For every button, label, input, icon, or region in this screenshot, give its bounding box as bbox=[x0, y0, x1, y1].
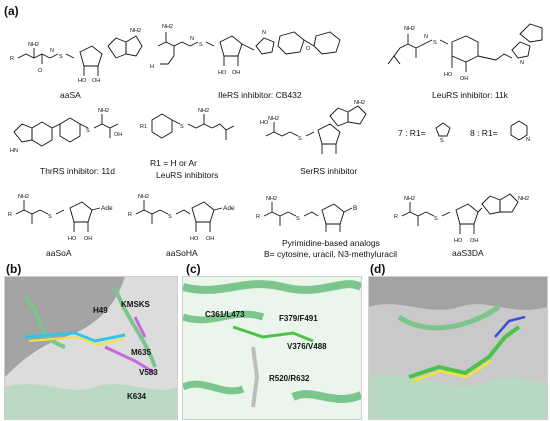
svg-text:S: S bbox=[296, 216, 300, 222]
svg-text:NH2: NH2 bbox=[162, 24, 173, 30]
svg-text:OH: OH bbox=[92, 78, 100, 84]
pyrimidine-b-caption: B= cytosine, uracil, N3-methyluracil bbox=[264, 249, 397, 259]
svg-text:S: S bbox=[86, 128, 90, 134]
aasa-structure: R NH2 O N S OH HO NH2 bbox=[10, 28, 143, 84]
aasa-caption: aaSA bbox=[60, 90, 81, 100]
svg-text:N: N bbox=[424, 34, 428, 40]
svg-text:R: R bbox=[394, 214, 398, 220]
svg-text:R: R bbox=[256, 214, 260, 220]
svg-text:R: R bbox=[8, 212, 12, 218]
svg-text:S: S bbox=[433, 40, 437, 46]
svg-text:O: O bbox=[38, 68, 43, 74]
svg-text:R: R bbox=[10, 56, 14, 62]
pyrimidine-analog-structure: R NH2 S B bbox=[256, 196, 357, 232]
svg-text:OH: OH bbox=[114, 132, 122, 138]
c361-label: C361/L473 bbox=[205, 310, 245, 319]
svg-text:NH2: NH2 bbox=[404, 196, 415, 202]
svg-text:NH2: NH2 bbox=[266, 196, 277, 202]
svg-text:N: N bbox=[50, 48, 54, 54]
m635-label: M635 bbox=[131, 348, 152, 357]
panel-c-label: (c) bbox=[186, 262, 201, 276]
panel-c-structure-image: C361/L473 F379/F491 V376/V488 R520/R632 bbox=[182, 276, 362, 420]
panel-b-label: (b) bbox=[6, 262, 22, 276]
svg-text:Ade: Ade bbox=[101, 205, 113, 212]
v583-label: V583 bbox=[139, 368, 158, 377]
r1-option-8: 8 : R1= bbox=[470, 128, 498, 138]
svg-text:N: N bbox=[526, 137, 530, 143]
svg-text:OH: OH bbox=[232, 70, 240, 76]
h49-label: H49 bbox=[93, 306, 108, 315]
svg-text:HO: HO bbox=[68, 236, 77, 242]
svg-text:NH2: NH2 bbox=[18, 194, 29, 200]
pyridine-icon: N bbox=[510, 120, 530, 143]
svg-text:Ade: Ade bbox=[223, 205, 235, 212]
svg-text:S: S bbox=[59, 54, 63, 60]
thrrs-caption: ThrRS inhibitor: 11d bbox=[40, 166, 115, 176]
ilers-cb432-structure: NH2 H N S OH HO N O bbox=[150, 24, 341, 76]
svg-text:HO: HO bbox=[260, 120, 269, 126]
svg-text:B: B bbox=[353, 205, 357, 212]
svg-text:R1: R1 bbox=[140, 124, 147, 130]
svg-text:HN: HN bbox=[10, 148, 18, 154]
svg-text:HO: HO bbox=[78, 78, 87, 84]
panel-a-label: (a) bbox=[4, 4, 19, 18]
svg-text:S: S bbox=[434, 216, 438, 222]
svg-text:NH2: NH2 bbox=[98, 108, 109, 114]
svg-text:NH2: NH2 bbox=[130, 28, 141, 34]
svg-text:S: S bbox=[440, 138, 444, 144]
svg-text:NH2: NH2 bbox=[138, 194, 149, 200]
kmsks-label: KMSKS bbox=[121, 300, 151, 309]
aas3da-structure: R NH2 S OH HO NH2 bbox=[394, 193, 529, 244]
svg-text:H: H bbox=[150, 64, 154, 70]
svg-text:O: O bbox=[306, 46, 311, 52]
v376-label: V376/V488 bbox=[287, 342, 327, 351]
leurs-11k-caption: LeuRS inhibitor: 11k bbox=[432, 90, 508, 100]
svg-text:N: N bbox=[520, 60, 524, 66]
svg-text:S: S bbox=[298, 136, 302, 142]
serrs-caption: SerRS inhibitor bbox=[300, 166, 358, 176]
aasoa-structure: R NH2 S OH HO Ade bbox=[8, 194, 113, 242]
svg-text:NH2: NH2 bbox=[354, 100, 365, 106]
leurs-r1-caption: R1 = H or Ar bbox=[150, 158, 198, 168]
svg-text:NH2: NH2 bbox=[518, 196, 529, 202]
svg-text:OH: OH bbox=[84, 236, 92, 242]
svg-text:HO: HO bbox=[190, 236, 199, 242]
aasoha-structure: R NH2 S OH HO Ade bbox=[128, 194, 235, 242]
svg-text:NH2: NH2 bbox=[198, 108, 209, 114]
panel-d-label: (d) bbox=[370, 262, 386, 276]
svg-text:R: R bbox=[128, 212, 132, 218]
panel-b-structure-image: H49 KMSKS M635 V583 K634 bbox=[4, 276, 178, 420]
svg-text:S: S bbox=[168, 214, 172, 220]
svg-text:NH2: NH2 bbox=[404, 26, 415, 32]
svg-text:N: N bbox=[262, 30, 266, 36]
r520-label: R520/R632 bbox=[269, 374, 310, 383]
leurs-inhibitors-caption: LeuRS inhibitors bbox=[156, 170, 219, 180]
svg-text:NH2: NH2 bbox=[268, 116, 279, 122]
pyrimidine-title: Pyrimidine-based analogs bbox=[282, 238, 380, 248]
aasoha-caption: aaSoHA bbox=[166, 248, 198, 258]
svg-text:OH: OH bbox=[470, 238, 478, 244]
svg-text:OH: OH bbox=[460, 76, 468, 82]
svg-text:N: N bbox=[190, 36, 194, 42]
r1-option-7: 7 : R1= bbox=[398, 128, 426, 138]
aas3da-caption: aaS3DA bbox=[452, 248, 484, 258]
ilers-caption: IleRS inhibitor: CB432 bbox=[218, 90, 302, 100]
leurs-generic-structure: R1 S NH2 bbox=[140, 108, 235, 140]
svg-text:S: S bbox=[180, 124, 184, 130]
leurs-11k-structure: NH2 N S OH HO N bbox=[387, 23, 543, 82]
panel-d-structure-image bbox=[368, 276, 548, 420]
serrs-structure: HO NH2 S NH2 bbox=[260, 100, 367, 154]
svg-text:NH2: NH2 bbox=[28, 42, 39, 48]
svg-text:S: S bbox=[48, 214, 52, 220]
svg-text:S: S bbox=[199, 42, 203, 48]
f379-label: F379/F491 bbox=[279, 314, 318, 323]
svg-text:OH: OH bbox=[206, 236, 214, 242]
k634-label: K634 bbox=[127, 392, 147, 401]
svg-text:HO: HO bbox=[444, 72, 453, 78]
aasoa-caption: aaSoA bbox=[46, 248, 72, 258]
svg-text:HO: HO bbox=[454, 238, 463, 244]
thrrs-11d-structure: HN S NH2 OH bbox=[10, 108, 122, 154]
svg-text:HO: HO bbox=[218, 70, 227, 76]
thiophene-icon: S bbox=[435, 122, 451, 144]
